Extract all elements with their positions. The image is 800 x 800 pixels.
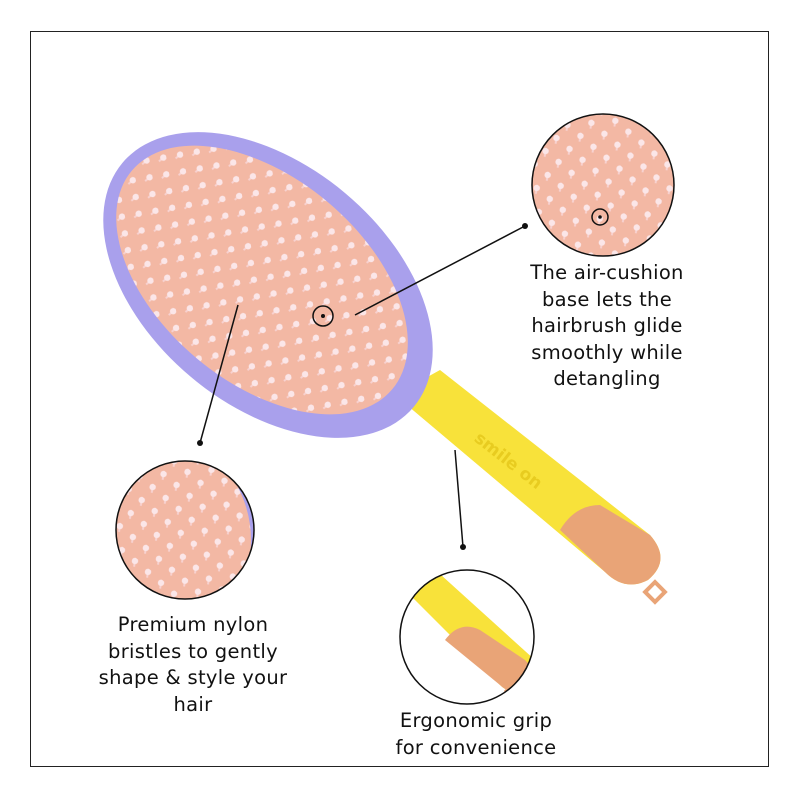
caption-grip: Ergonomic grip for convenience bbox=[356, 708, 596, 761]
caption-line: Ergonomic grip bbox=[399, 709, 553, 732]
caption-line: hairbrush glide bbox=[531, 314, 683, 337]
caption-line: smoothly while bbox=[531, 340, 683, 364]
caption-line: base lets the bbox=[541, 287, 672, 311]
zoom-circle-cushion bbox=[531, 113, 675, 257]
caption-air-cushion: The air-cushion base lets the hairbrush … bbox=[487, 260, 727, 393]
brush-head bbox=[103, 132, 433, 438]
caption-line: shape & style your bbox=[98, 666, 288, 689]
caption-line: Premium nylon bbox=[117, 613, 269, 636]
brush-handle: smile on bbox=[395, 370, 668, 605]
caption-bristles: Premium nylon bristles to gently shape &… bbox=[63, 612, 323, 718]
caption-line: hair bbox=[173, 692, 213, 716]
hang-loop-icon bbox=[642, 579, 668, 605]
caption-line: for convenience bbox=[395, 735, 557, 759]
caption-line: bristles to gently bbox=[108, 639, 278, 663]
caption-line: detangling bbox=[553, 367, 661, 390]
callout-lines bbox=[199, 225, 526, 548]
zoom-circle-grip bbox=[399, 569, 535, 705]
zoom-circle-bristles bbox=[115, 460, 255, 600]
caption-line: The air-cushion bbox=[530, 261, 684, 284]
highlight-marker bbox=[312, 305, 334, 327]
border-frame bbox=[30, 31, 769, 767]
